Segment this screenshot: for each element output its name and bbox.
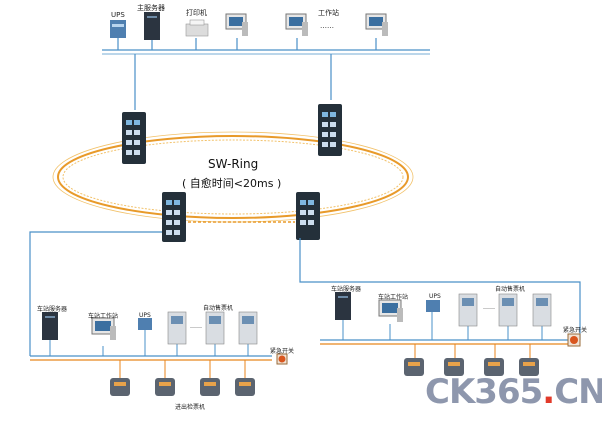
right-dots: ……: [483, 304, 495, 311]
right-workstation-label: 车站工作站: [378, 294, 409, 301]
left-gate-icons: [110, 378, 255, 396]
right-workstation-icon: [378, 299, 403, 322]
right-ups-label: UPS: [429, 293, 441, 300]
left-ticket-machine-icon-2: [205, 311, 225, 345]
right-ups-icon: [426, 300, 440, 312]
left-ticket-machine-icon-3: [238, 311, 258, 345]
left-gate-label: 进出检票机: [175, 404, 206, 411]
ups-top-label: UPS: [111, 11, 125, 19]
left-workstation-icon: [91, 317, 116, 340]
right-server-icon: [335, 292, 351, 320]
workstation-icon-3: [365, 13, 388, 36]
logo-brand-b: CN: [554, 372, 602, 412]
top-dots: ……: [320, 22, 334, 30]
right-ticket-machine-icon-2: [498, 293, 518, 327]
left-ticket-machine-icon-1: [167, 311, 187, 345]
ring-subtitle: ( 自愈时间<20ms ): [182, 177, 282, 190]
logo-brand-a: CK365: [425, 372, 543, 412]
right-emergency-switch-icon: [567, 333, 581, 347]
left-emergency-switch-icon: [276, 353, 288, 365]
workstation-label: 工作站: [318, 9, 339, 17]
workstation-icon-1: [225, 13, 248, 36]
left-ups-label: UPS: [139, 312, 151, 319]
server-top-icon: [144, 12, 160, 40]
left-workstation-label: 车站工作站: [88, 313, 119, 320]
printer-icon: [185, 19, 209, 37]
left-dots: ……: [190, 323, 202, 330]
right-ticket-machine-label: 自动售票机: [495, 286, 526, 293]
sw-ring: [52, 131, 414, 223]
right-station-bus: [320, 312, 580, 360]
right-server-label: 车站服务器: [331, 286, 362, 293]
left-station-bus: [30, 330, 272, 378]
switch-top-left: [122, 112, 146, 164]
switch-bottom-right: [296, 192, 320, 240]
workstation-icon-2: [285, 13, 308, 36]
right-ticket-machine-icon-1: [458, 293, 478, 327]
switch-bottom-left: [162, 192, 186, 242]
logo-dot: .: [542, 372, 555, 412]
right-ticket-machine-icon-3: [532, 293, 552, 327]
top-backbone: [102, 38, 430, 110]
right-emergency-label: 紧急开关: [563, 327, 588, 334]
left-emergency-label: 紧急开关: [270, 348, 295, 355]
ups-top-icon: [110, 20, 126, 38]
left-ups-icon: [138, 318, 152, 330]
ck365-watermark-logo: CK365.CN: [425, 372, 602, 412]
left-ticket-machine-label: 自动售票机: [203, 305, 234, 312]
ring-title: SW-Ring: [208, 157, 259, 171]
main-server-label: 主服务器: [137, 4, 165, 12]
switch-top-right: [318, 104, 342, 156]
station-uplinks: [29, 231, 581, 356]
left-server-label: 车站服务器: [37, 306, 68, 313]
printer-label: 打印机: [186, 9, 207, 17]
right-gate-icons: [404, 358, 539, 376]
left-server-icon: [42, 312, 58, 340]
